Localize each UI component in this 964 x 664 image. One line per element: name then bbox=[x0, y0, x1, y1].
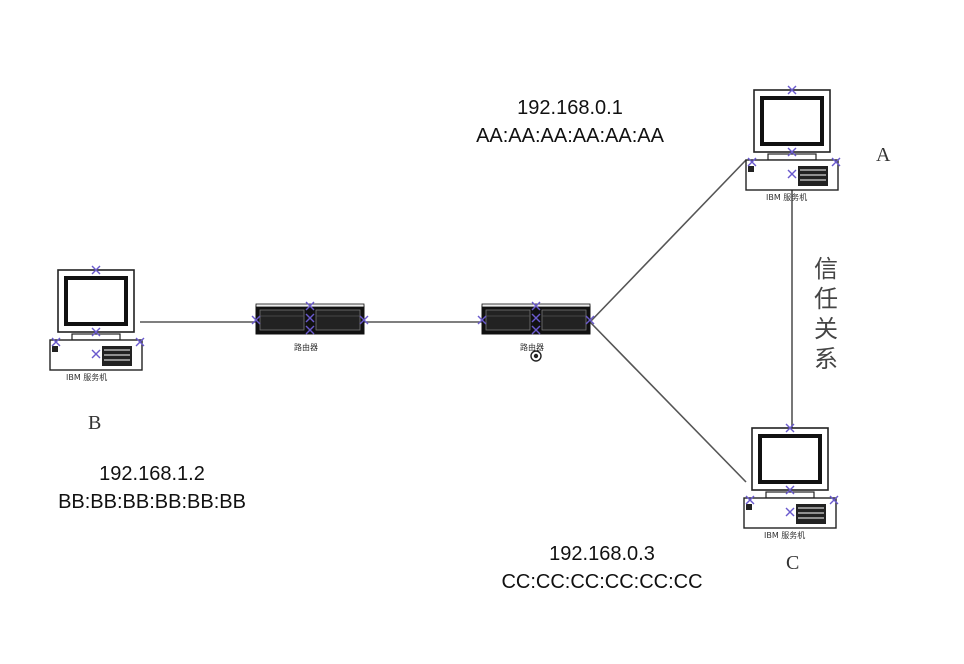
host-a-address: 192.168.0.1 AA:AA:AA:AA:AA:AA bbox=[440, 94, 700, 150]
router-2-icon bbox=[478, 302, 594, 334]
router-1-caption: 路由器 bbox=[294, 343, 318, 352]
link-router2-c bbox=[589, 321, 747, 483]
host-b-address: 192.168.1.2 BB:BB:BB:BB:BB:BB bbox=[22, 460, 282, 516]
host-c-letter: C bbox=[786, 552, 800, 574]
router-2-port-icon bbox=[530, 350, 542, 362]
host-b-letter: B bbox=[88, 412, 102, 434]
trust-char: 信 bbox=[814, 255, 838, 283]
computer-b-icon bbox=[50, 266, 144, 370]
host-c-ip: 192.168.0.3 bbox=[549, 543, 655, 565]
host-b-mac: BB:BB:BB:BB:BB:BB bbox=[58, 491, 246, 513]
computer-a-icon bbox=[746, 86, 840, 190]
host-c-mac: CC:CC:CC:CC:CC:CC bbox=[501, 571, 703, 593]
link-router2-a bbox=[589, 159, 747, 323]
host-c-address: 192.168.0.3 CC:CC:CC:CC:CC:CC bbox=[472, 540, 732, 596]
trust-char: 任 bbox=[814, 285, 838, 313]
trust-relationship-label: 信 任 关 系 bbox=[810, 254, 842, 374]
computer-a-caption: IBM 服务机 bbox=[766, 193, 808, 202]
trust-char: 系 bbox=[814, 345, 838, 373]
computer-c-icon bbox=[744, 424, 838, 528]
link-lines bbox=[140, 159, 793, 483]
host-a-ip: 192.168.0.1 bbox=[517, 97, 623, 119]
host-a-letter: A bbox=[876, 144, 891, 166]
router-2-caption: 路由器 bbox=[520, 343, 544, 352]
host-a-mac: AA:AA:AA:AA:AA:AA bbox=[476, 125, 664, 147]
computer-c-caption: IBM 服务机 bbox=[764, 531, 806, 540]
computer-b-caption: IBM 服务机 bbox=[66, 373, 108, 382]
trust-char: 关 bbox=[814, 315, 838, 343]
host-b-ip: 192.168.1.2 bbox=[99, 463, 205, 485]
router-1-icon bbox=[252, 302, 368, 334]
